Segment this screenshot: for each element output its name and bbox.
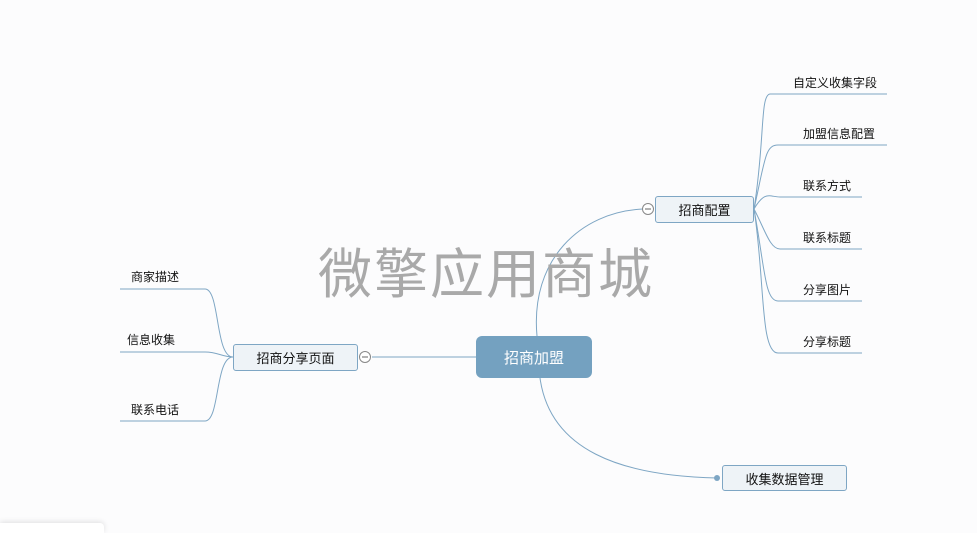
leaf-node[interactable]: 分享标题: [803, 335, 852, 349]
collapse-icon[interactable]: [642, 203, 654, 215]
watermark: 微擎应用商城: [318, 243, 654, 306]
leaf-node[interactable]: 联系标题: [803, 231, 852, 245]
root-node[interactable]: 招商加盟: [476, 336, 592, 378]
leaf-node[interactable]: 自定义收集字段: [793, 76, 878, 90]
collapse-icon[interactable]: [359, 351, 371, 363]
leaf-node[interactable]: 商家描述: [131, 270, 180, 284]
node-data-management[interactable]: 收集数据管理: [722, 465, 847, 491]
leaf-node[interactable]: 信息收集: [127, 333, 176, 347]
node-merchant-config[interactable]: 招商配置: [655, 196, 754, 223]
node-share-page[interactable]: 招商分享页面: [233, 344, 358, 371]
bottom-panel: [0, 523, 104, 533]
leaf-node[interactable]: 联系电话: [131, 403, 180, 417]
leaf-node[interactable]: 分享图片: [803, 283, 852, 297]
leaf-node[interactable]: 联系方式: [803, 179, 852, 193]
leaf-node[interactable]: 加盟信息配置: [803, 127, 876, 141]
connector-dot: [714, 475, 720, 481]
